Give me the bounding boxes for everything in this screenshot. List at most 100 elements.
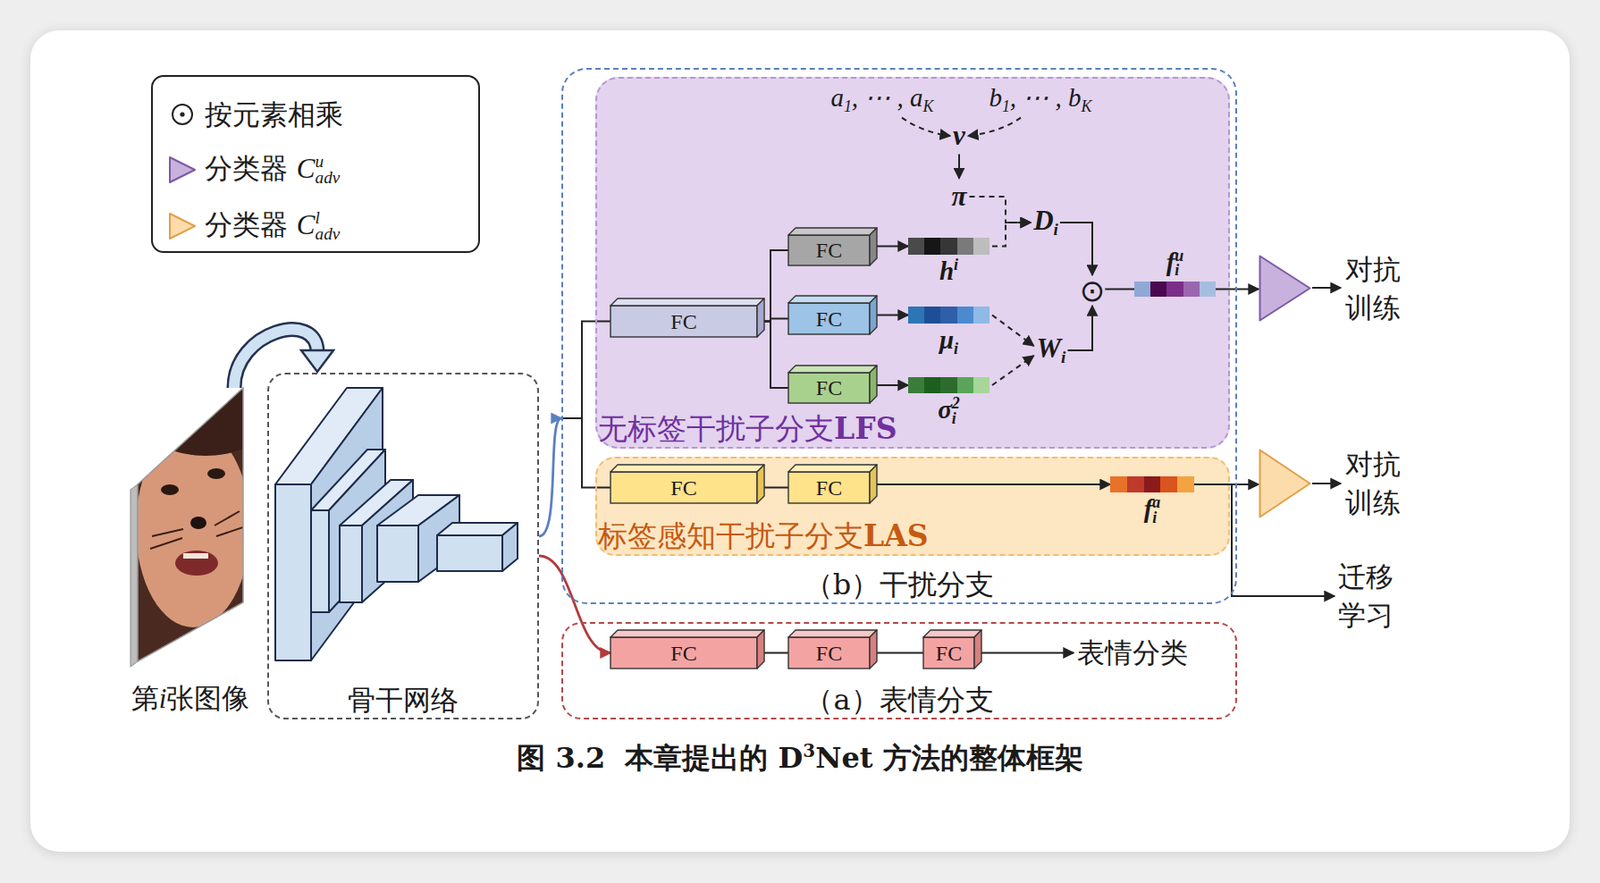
node-text: 迁移 学习 — [1338, 557, 1399, 636]
region-label: （b）干扰分支 — [804, 566, 994, 603]
fc-top — [610, 298, 765, 306]
connector — [992, 222, 1031, 247]
cnn-layer — [339, 525, 363, 603]
fc-top — [788, 630, 877, 638]
feature-vector: hi — [908, 237, 990, 255]
triangle-shape — [1258, 254, 1312, 322]
connector-line — [992, 315, 1035, 347]
text-run: adv — [315, 224, 341, 244]
connector — [234, 329, 334, 388]
fc-front — [610, 471, 758, 504]
cnn-layer — [377, 525, 419, 582]
output-label: 迁移 学习 — [1338, 557, 1399, 636]
legend-swatch — [167, 99, 198, 130]
fc-layer: FC — [610, 637, 758, 669]
fc-front — [788, 235, 870, 266]
connector — [901, 117, 951, 136]
legend-row: 按元素相乘 — [167, 96, 344, 133]
cnn-illustration — [275, 387, 518, 661]
legend-text: 按元素相乘 — [204, 97, 344, 133]
fc-top — [788, 365, 877, 373]
fc-text: FC — [816, 642, 843, 665]
connector-line — [968, 117, 1021, 136]
fc-text: FC — [816, 377, 843, 399]
multiply-node: ⊙ — [1079, 275, 1106, 306]
fc-layer: FC — [788, 471, 870, 504]
connector — [1215, 288, 1259, 290]
fc-side — [757, 630, 765, 669]
connector-line — [974, 652, 1074, 655]
connector — [538, 418, 562, 537]
legend-swatch — [167, 210, 198, 242]
caption: 图 3.2 本章提出的 D3Net 方法的整体框架 — [516, 741, 1083, 775]
fc-side — [869, 464, 877, 504]
fc-front — [788, 372, 870, 404]
fc-layer: FC — [923, 637, 975, 669]
swatch-dot — [179, 111, 185, 117]
connector-line — [1104, 288, 1135, 291]
fc-top — [788, 227, 877, 236]
vector-cell — [940, 306, 958, 324]
fc-text: FC — [670, 311, 697, 333]
parameter-list: b1, ⋯ , bK — [988, 81, 1092, 117]
vector-cell — [957, 237, 975, 255]
node-text: v — [952, 118, 966, 154]
fc-top — [610, 464, 765, 472]
lfs-fill — [595, 76, 1230, 449]
vector-cell — [1144, 476, 1162, 493]
text-run: 3 — [802, 740, 816, 762]
output-arrow — [1312, 482, 1341, 485]
connector — [969, 196, 1032, 223]
vector-cell — [1160, 476, 1178, 493]
vector-cell — [1183, 281, 1201, 297]
region-label: 无标签干扰子分支LFS — [597, 410, 897, 447]
vector-cell — [924, 237, 942, 255]
fc-side — [757, 298, 765, 337]
subbranch-region: 标签感知干扰子分支LASFCFCfia — [595, 456, 1230, 556]
connector-line — [538, 555, 611, 654]
text-run: i — [1061, 348, 1066, 368]
legend-row: 分类器 Cuadv — [167, 151, 340, 188]
connector — [561, 321, 611, 420]
eye — [207, 468, 226, 480]
connector — [992, 355, 1035, 386]
feature-vector: μi — [908, 306, 990, 324]
connector-line — [958, 153, 960, 178]
vector-cell — [1127, 476, 1145, 493]
text-run: adv — [315, 168, 341, 187]
image-frame — [137, 387, 244, 662]
region-label: 骨干网络 — [347, 682, 459, 718]
text-run: C — [296, 152, 316, 185]
text-run: 2 — [951, 394, 960, 413]
cnn-layer — [275, 484, 312, 661]
vector-label: μi — [939, 324, 959, 359]
fc-layer: FC — [788, 372, 870, 404]
math-symbol: Di — [1033, 203, 1059, 241]
math-symbol: Wi — [1036, 331, 1067, 369]
node-text: Di — [1033, 203, 1059, 241]
vector-cell — [1199, 281, 1217, 297]
fc-side — [869, 295, 877, 335]
thick-arrow-outline — [234, 329, 318, 388]
text-run: LFS — [833, 411, 897, 447]
input-image: 第i张图像 — [137, 387, 244, 662]
nose — [190, 516, 207, 530]
connector-line — [538, 418, 562, 537]
caption-area: 图 3.2 本章提出的 D3Net 方法的整体框架 — [0, 740, 1600, 778]
text-run: a — [1152, 493, 1161, 512]
node-text: ⊙ — [1079, 275, 1106, 306]
image-edge — [130, 484, 138, 667]
vector-cell — [1150, 281, 1168, 297]
hair — [143, 384, 269, 456]
classifier-triangle: 对抗 训练 — [1258, 448, 1312, 519]
face-picture — [134, 384, 269, 666]
vector-cell — [940, 377, 958, 394]
legend-row: 分类器 Cladv — [167, 208, 340, 245]
connector — [974, 652, 1074, 654]
legend-box: 按元素相乘分类器 Cuadv 分类器 Cladv — [151, 75, 480, 253]
fc-top — [610, 630, 765, 638]
connector-line — [992, 355, 1035, 386]
fc-text: FC — [816, 239, 843, 262]
connector-line — [969, 196, 1032, 223]
region-label: （a）表情分支 — [804, 682, 994, 718]
